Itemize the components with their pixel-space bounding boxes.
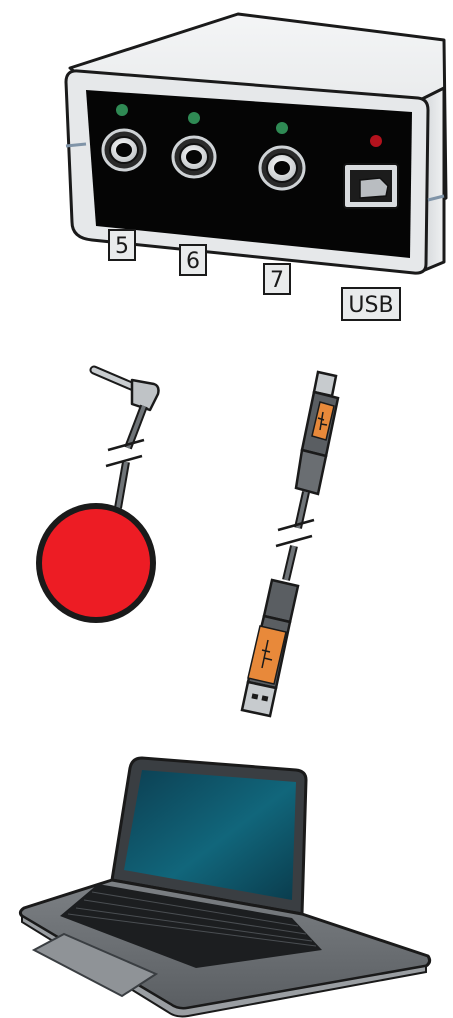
svg-text:6: 6 [186, 249, 200, 274]
port-label-usb: USB [342, 288, 400, 320]
port-label-6: 6 [180, 245, 206, 275]
port-7-jack [260, 147, 304, 189]
svg-text:7: 7 [270, 268, 284, 293]
port-label-5: 5 [109, 230, 135, 260]
port-label-7: 7 [264, 264, 290, 294]
port-6-jack [173, 137, 215, 177]
port-6-led [188, 112, 200, 124]
red-button-icon [36, 503, 156, 623]
usb-cable-icon [242, 372, 338, 716]
svg-text:5: 5 [115, 234, 129, 259]
port-5-jack [103, 130, 145, 170]
port-7-led [276, 122, 288, 134]
usb-b-port [344, 164, 398, 208]
laptop-icon [20, 758, 429, 1017]
svg-text:USB: USB [348, 293, 393, 318]
port-5-led [116, 104, 128, 116]
usb-port-led [370, 135, 382, 147]
jack-cable-icon [94, 370, 159, 508]
